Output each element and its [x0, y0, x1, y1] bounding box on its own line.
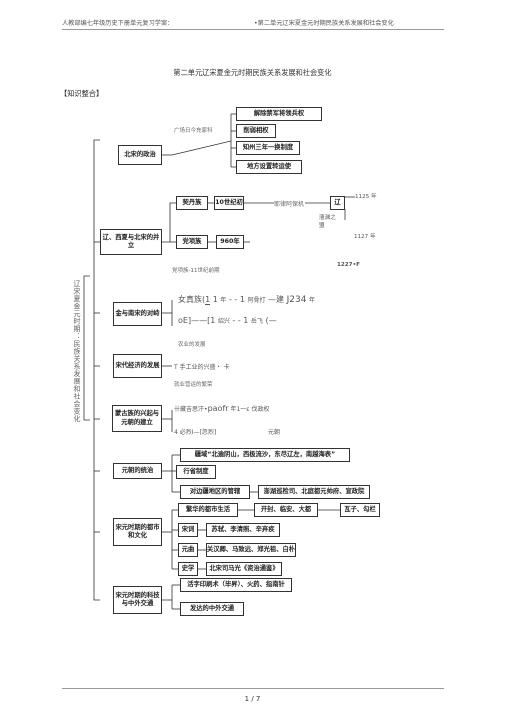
commerce-note: 就业营运的繁荣 [174, 382, 213, 388]
ad10-box: 10世纪初 [214, 196, 244, 210]
year-1125: 1125 年 [355, 194, 377, 200]
vertical-title: 辽宋夏金元时期：民族关系发展和社会变化 [73, 280, 81, 423]
yuan-qu: 元曲 [178, 543, 198, 557]
liao-box: 辽 [330, 196, 345, 210]
foreign-traffic: 发达的中外交通 [180, 602, 244, 616]
category-liao-xia-song: 辽、西夏与北宋的并立 [100, 229, 162, 255]
category-song-politics: 北宋的政治 [118, 145, 162, 165]
category-tech-traffic: 宋元时期的科技与中外交通 [113, 586, 162, 614]
header-right: •第二单元辽宋夏金元时期民族关系发展和社会变化 [254, 20, 394, 27]
province-system: 行省制度 [176, 465, 216, 479]
song-ci: 宋词 [178, 523, 198, 537]
footer-divider [62, 688, 444, 689]
year-1127: 1127 年 [354, 234, 376, 240]
liao-xia-note: 党项族-11世纪前期 [172, 268, 220, 274]
header-divider [62, 29, 444, 30]
category-jin-southern-song: 金与南宋的对峙 [113, 302, 162, 326]
jin-line-1: 女真族(1 1 年 - - 1 阿骨打 —建 J234 年 [178, 295, 315, 305]
city-life: 繁华的都市生活 [178, 503, 238, 517]
header-left: 人教部编七年级历史下册单元复习学案： [62, 20, 174, 27]
ad960-box: 960年 [216, 235, 244, 249]
yuan-qu-writers: 关汉卿、马致远、郑光祖、白朴 [206, 543, 296, 557]
section-label: 【知识整合】 [60, 89, 104, 98]
wazi-goulan: 瓦子、勾栏 [340, 503, 380, 517]
page-number: 1 / 7 [244, 695, 261, 703]
jin-line-2: oE]——[1 绍兴 - - 1 岳飞 (— [178, 316, 277, 325]
document-title: 第二单元辽宋夏金元时期民族关系发展和社会变化 [173, 68, 332, 77]
handicraft-line: T 手工业的兴盛・ 卡 [174, 364, 230, 371]
khitan-box: 契丹族 [176, 196, 208, 210]
category-mongol-yuan: 蒙古族的兴起与元朝的建立 [112, 405, 162, 432]
frontier-governance: 对边疆地区的管辖 [180, 485, 250, 499]
historiography: 史学 [178, 562, 198, 576]
inventions: 活字印刷术（毕昇）、火药、指南针 [180, 578, 292, 592]
yuan-territory: 疆域“北逾阴山，西极流沙，东尽辽左，南越海表” [180, 448, 350, 462]
agriculture-note: 农业的发展 [178, 342, 206, 348]
song-ci-poets: 苏轼、李清照、辛弃疾 [206, 523, 280, 537]
city-names: 开封、临安、大都 [254, 503, 318, 517]
category-yuan-rule: 元朝的统治 [113, 463, 162, 479]
dangxiang-box: 党项族 [176, 235, 208, 249]
category-city-culture: 宋元时期的都市和文化 [113, 518, 162, 546]
yuan-dynasty-text: 元朝 [268, 429, 281, 436]
song-politics-item: 知州三年一换制度 [236, 141, 300, 155]
category-song-economy: 宋代经济的发展 [113, 354, 162, 378]
zizhi-tongjian: 北宋司马光《资治通鉴》 [206, 562, 282, 576]
year-1227: 1227•F [337, 262, 360, 268]
song-politics-item: 地方设置转运使 [236, 160, 302, 174]
mongol-line-1: 卄藏吉思汗•paofr 年1一ɛ 伐政权 [174, 404, 270, 413]
chanyuan-treaty: 澶渊之盟 [319, 215, 336, 229]
mongol-line-2: 4 必烈I—[忽烈] [174, 429, 217, 436]
song-politics-item: 解除禁军将领兵权 [236, 107, 322, 121]
song-politics-item: 削弱相权 [236, 124, 276, 138]
abaoji-text: 耶律阿保机 [274, 201, 305, 208]
frontier-detail: 澎湖巡检司、北庭都元帅府、宣政院 [258, 485, 370, 499]
song-politics-note: 广场日今充家科 [174, 128, 213, 134]
